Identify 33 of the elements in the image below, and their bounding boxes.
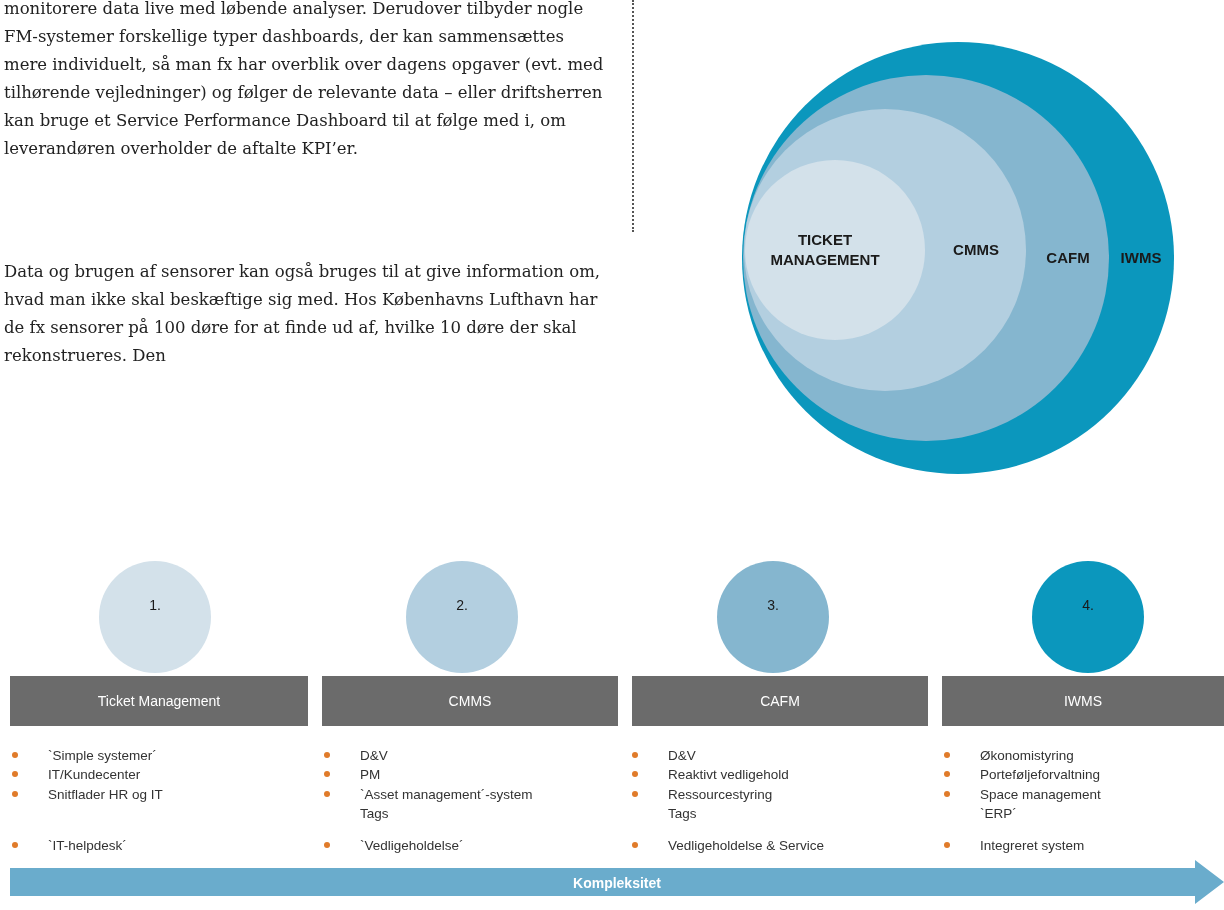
list-item: Tags — [360, 805, 389, 823]
list-item: D&V — [668, 747, 696, 765]
circle-label: TICKET MANAGEMENT — [769, 230, 881, 270]
list-item: Porteføljeforvaltning — [980, 766, 1101, 784]
list-item: IT/Kundecenter — [48, 766, 141, 784]
header-bar: CMMS — [322, 676, 618, 726]
list-item: `IT-helpdesk´ — [48, 837, 127, 855]
list-item: Snitflader HR og IT — [48, 786, 163, 804]
step-number: 2. — [455, 596, 469, 615]
paragraph: monitorere data live med løbende analyser. Derudover tilbyder nogle FM-systemer forskellige typer dashboards, der kan sammensættes mere individuelt, så man fx har overblik over dagens opgaver (evt. med tilhørende vejledninger) og følger de relevante data – eller driftsherren kan bruge et Service Performance Dashboard til at følge med i, om leverandøren overholder de aftalte KPI’er. — [4, 0, 604, 160]
step-number: 3. — [766, 596, 780, 615]
header-bar: CAFM — [632, 676, 928, 726]
list-item: Ressourcestyring — [668, 786, 773, 804]
list-item: Reaktivt vedligehold — [668, 766, 789, 784]
list-item: Økonomistyring — [980, 747, 1074, 765]
header-bar: Ticket Management — [10, 676, 308, 726]
paragraph: Data og brugen af sensorer kan også bruges til at give information om, hvad man ikke skal beskæftige sig med. Hos Københavns Lufthavn har de fx sensorer på 100 døre for at finde ud af, hvilke 10 døre der skal rekonstrueres. Den — [4, 261, 602, 367]
circle-label: CMMS — [952, 240, 1000, 260]
header-bar: IWMS — [942, 676, 1224, 726]
list-item: Space management — [980, 786, 1101, 804]
list-item: PM — [360, 766, 381, 784]
list-item: `Simple systemer´ — [48, 747, 157, 765]
list-item: Integreret system — [980, 837, 1085, 855]
circle-label: IWMS — [1119, 248, 1163, 268]
list-item: `Vedligeholdelse´ — [360, 837, 464, 855]
list-item: `ERP´ — [980, 805, 1017, 823]
step-number: 1. — [148, 596, 162, 615]
step-number: 4. — [1081, 596, 1095, 615]
circle-label: CAFM — [1045, 248, 1091, 268]
list-item: D&V — [360, 747, 388, 765]
list-item: `Asset management´-system — [360, 786, 533, 804]
list-item: Vedligeholdelse & Service — [668, 837, 825, 855]
list-item: Tags — [668, 805, 697, 823]
